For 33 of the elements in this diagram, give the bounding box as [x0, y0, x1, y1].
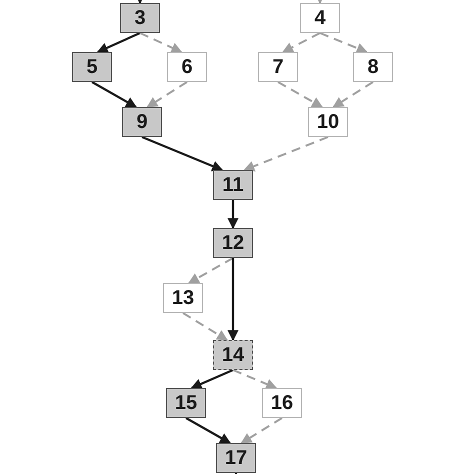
step-box: 7 [258, 52, 298, 82]
step-box: 13 [163, 283, 203, 313]
step-box: 8 [353, 52, 393, 82]
step-box: 11 [213, 170, 253, 200]
step-box: 3 [120, 3, 160, 33]
arrow [190, 369, 234, 390]
arrow [278, 81, 323, 108]
step-box: 6 [167, 52, 207, 82]
step-box: 16 [262, 388, 302, 418]
arrow [240, 417, 283, 444]
arrow [185, 417, 231, 444]
step-box: 4 [300, 3, 340, 33]
arrow [282, 32, 320, 53]
arrow [140, 32, 182, 53]
step-box: 9 [122, 107, 162, 137]
step-box: 14 [213, 340, 253, 370]
arrow [228, 258, 238, 342]
arrow [182, 312, 228, 341]
step-box: 15 [166, 388, 206, 418]
arrow [142, 136, 224, 172]
arrow [332, 81, 374, 108]
arrow [228, 200, 238, 230]
arrow [243, 136, 328, 172]
arrow [188, 257, 234, 284]
arrow [320, 32, 368, 54]
step-box: 5 [72, 52, 112, 82]
step-box: 17 [216, 443, 256, 473]
arrow [146, 81, 188, 108]
step-box: 10 [308, 107, 348, 137]
step-box: 12 [213, 228, 253, 258]
arrow [232, 369, 278, 390]
arrow [91, 81, 137, 108]
arrow [96, 32, 140, 53]
